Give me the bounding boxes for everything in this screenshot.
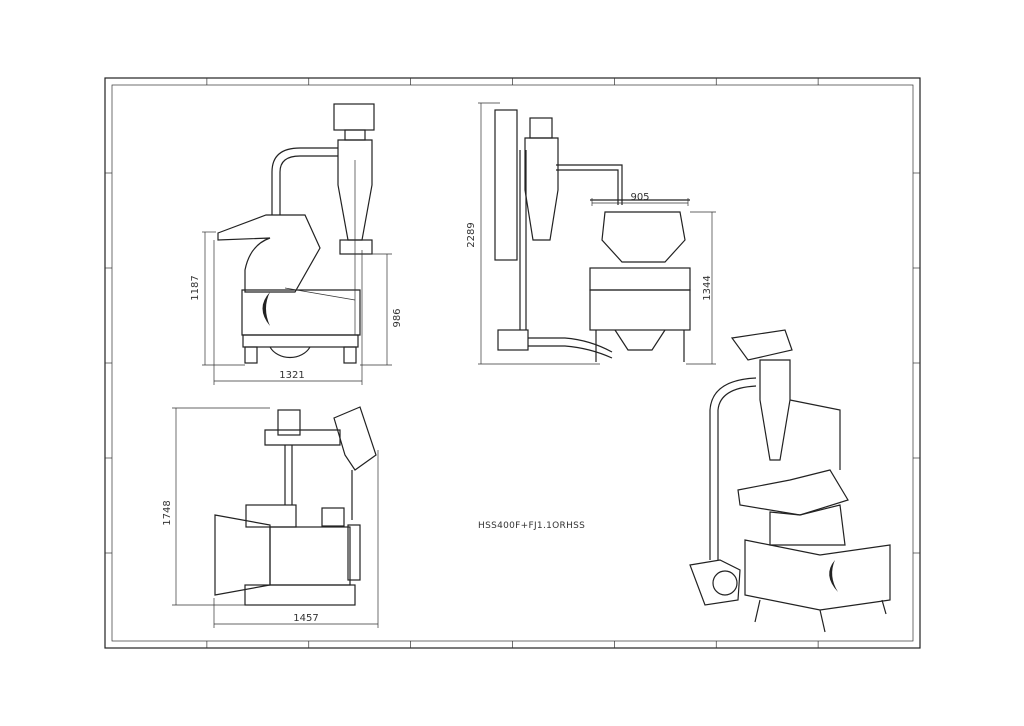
isometric-view (689, 329, 891, 633)
dim-front-height: 1344 (702, 275, 713, 300)
dim-side-outlet-height: 986 (392, 308, 403, 327)
dim-side-width: 1321 (279, 370, 304, 381)
side-view: 1187 986 1321 (190, 103, 403, 385)
dim-top-width: 1457 (293, 613, 318, 624)
dim-front-width: 905 (630, 192, 649, 203)
frame-ticks (105, 78, 920, 648)
dim-side-height: 1187 (190, 275, 201, 300)
front-view: 2289 905 1344 (466, 102, 716, 365)
inner-frame (111, 84, 914, 642)
dim-top-depth: 1748 (162, 500, 173, 525)
outer-frame (104, 77, 921, 649)
top-view: 1748 1457 (162, 406, 379, 628)
dim-front-total-height: 2289 (466, 222, 477, 247)
model-label: HSS400F+FJ1.1ORHSS (478, 521, 585, 531)
